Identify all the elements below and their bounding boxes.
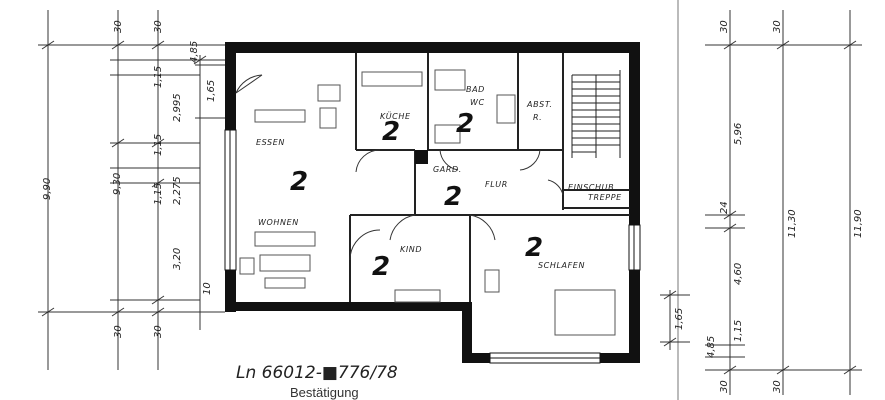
room-label-flur: FLUR xyxy=(485,180,508,189)
dim-right-bottom-a: 30 xyxy=(719,380,730,393)
dim-left-seg-6: 3,20 xyxy=(172,248,183,270)
stamp-label: Bestätigung xyxy=(290,385,359,400)
dim-left-bottom-b: 30 xyxy=(153,325,164,338)
dim-left-small-top: 4,85 xyxy=(189,41,200,63)
dim-right-seg-3: 4,60 xyxy=(733,263,744,285)
right-dimension-chain xyxy=(660,10,862,395)
room-label-kueche: KÜCHE xyxy=(380,111,411,121)
dim-left-inner: 9,30 xyxy=(112,173,123,195)
dim-right-top-a: 30 xyxy=(719,20,730,33)
dim-right-inner: 11,30 xyxy=(787,209,798,238)
right-window xyxy=(628,224,641,271)
room-label-gard: GARD. xyxy=(433,165,462,174)
dim-left-door-height: 1,65 xyxy=(206,80,217,102)
dim-left-seg-5: 1,15 xyxy=(153,183,164,205)
dim-left-top-b: 30 xyxy=(153,20,164,33)
furniture xyxy=(239,69,616,336)
dim-right-seg-1: 5,96 xyxy=(733,123,744,145)
left-dimension-chain xyxy=(38,10,225,370)
right-dimension-labels: 30 30 30 30 11,90 11,30 5,96 24 4,60 1,1… xyxy=(674,20,864,393)
room-count-kueche: 2 xyxy=(382,117,400,147)
room-labels: ESSEN WOHNEN KÜCHE BAD WC ABST. R. GARD.… xyxy=(256,85,622,270)
room-label-kind: KIND xyxy=(400,245,422,254)
dim-left-seg-3: 1,15 xyxy=(153,134,164,156)
dim-right-seg-2: 24 xyxy=(719,201,730,214)
room-count-kind: 2 xyxy=(372,252,390,282)
room-label-bad: BAD xyxy=(466,85,485,94)
dim-left-overall: 9,90 xyxy=(42,178,53,200)
handwritten-annotation: Ln 66012-■776/78 xyxy=(236,363,398,383)
dim-left-seg-2: 2,995 xyxy=(172,93,183,122)
dim-right-overall: 11,90 xyxy=(853,209,864,238)
left-dimension-labels: 30 30 30 30 9,90 9,30 4,85 1,65 1,15 2,9… xyxy=(42,20,217,338)
room-count-flur: 2 xyxy=(444,182,462,212)
dim-right-seg-5: 4,85 xyxy=(706,336,717,358)
interior-walls xyxy=(349,53,630,302)
room-label-abst: ABST. xyxy=(526,100,553,109)
room-count-schlafen: 2 xyxy=(525,233,543,263)
room-label-wc: WC xyxy=(470,98,485,107)
room-label-treppe: TREPPE xyxy=(588,193,622,202)
dim-left-seg-1: 1,15 xyxy=(153,66,164,88)
room-count-wohnen-essen: 2 xyxy=(290,167,308,197)
dim-right-top-b: 30 xyxy=(772,20,783,33)
dim-left-top-a: 30 xyxy=(113,20,124,33)
dim-right-seg-4: 1,15 xyxy=(733,320,744,342)
room-label-abst-r: R. xyxy=(533,113,542,122)
room-label-wohnen: WOHNEN xyxy=(258,218,299,227)
room-label-schlafen: SCHLAFEN xyxy=(538,261,585,270)
dim-right-bottom-b: 30 xyxy=(772,380,783,393)
room-label-einschub: EINSCHUB xyxy=(568,183,614,192)
room-label-essen: ESSEN xyxy=(256,138,285,147)
chimney xyxy=(415,150,428,164)
stair xyxy=(571,70,621,158)
room-count-labels: 2 2 2 2 2 2 xyxy=(290,109,543,282)
dim-left-bottom-a: 30 xyxy=(113,325,124,338)
room-count-bad: 2 xyxy=(456,109,474,139)
dim-left-seg-4: 2,275 xyxy=(172,176,183,205)
bottom-window xyxy=(489,352,601,364)
left-window xyxy=(224,129,237,271)
exterior-walls xyxy=(225,42,640,363)
dim-left-seg-7: 10 xyxy=(202,282,213,295)
dim-right-small: 1,65 xyxy=(674,308,685,330)
door-swings xyxy=(235,74,564,261)
